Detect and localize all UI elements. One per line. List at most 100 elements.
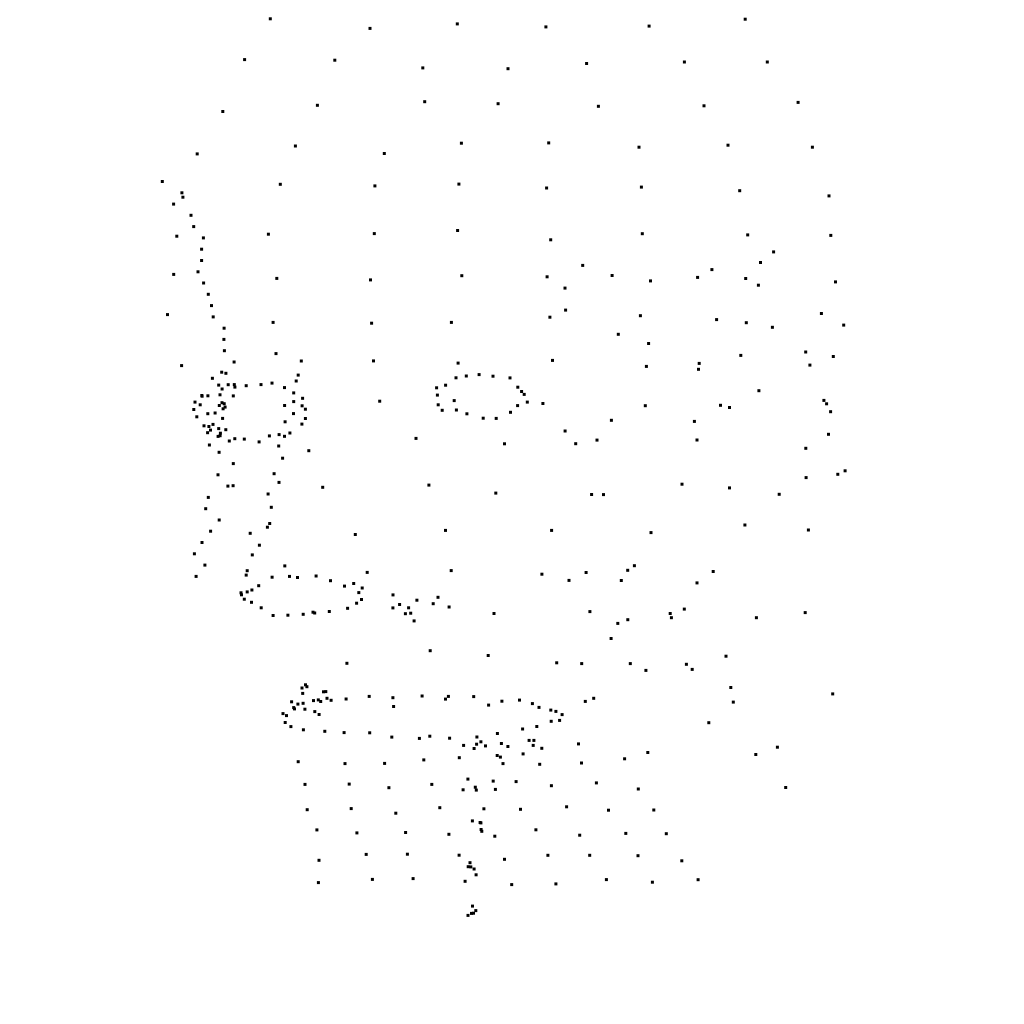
- landmark-point: [233, 385, 237, 389]
- landmark-point: [531, 743, 535, 747]
- landmark-point: [207, 425, 211, 428]
- landmark-point: [391, 606, 395, 610]
- landmark-point: [211, 422, 215, 426]
- landmark-point: [724, 654, 728, 658]
- landmark-point: [493, 834, 497, 838]
- landmark-point: [283, 386, 286, 390]
- landmark-point: [222, 337, 226, 341]
- landmark-point: [367, 694, 371, 698]
- landmark-point: [349, 807, 353, 811]
- landmark-point: [217, 427, 221, 431]
- landmark-point: [360, 598, 363, 601]
- landmark-point: [506, 67, 510, 71]
- landmark-point: [449, 569, 453, 573]
- landmark-point: [244, 573, 248, 577]
- landmark-point: [831, 355, 835, 358]
- landmark-point: [754, 753, 758, 756]
- landmark-point: [438, 806, 442, 810]
- landmark-point: [231, 394, 235, 398]
- landmark-point: [271, 320, 275, 324]
- landmark-point: [266, 492, 270, 496]
- landmark-point: [506, 745, 510, 748]
- landmark-point: [315, 103, 319, 107]
- landmark-point: [493, 787, 497, 791]
- landmark-point: [210, 376, 214, 380]
- landmark-point: [596, 104, 600, 108]
- landmark-point: [558, 718, 562, 722]
- landmark-point: [503, 857, 506, 861]
- landmark-point: [353, 533, 357, 536]
- landmark-point: [448, 736, 452, 740]
- landmark-point: [430, 782, 434, 786]
- landmark-point: [242, 437, 246, 441]
- landmark-point: [292, 391, 296, 395]
- landmark-point: [239, 591, 243, 595]
- landmark-point: [592, 696, 596, 700]
- landmark-point: [465, 412, 469, 416]
- landmark-point: [250, 588, 254, 592]
- landmark-point: [224, 371, 228, 375]
- landmark-point: [423, 100, 427, 104]
- landmark-point: [283, 434, 286, 438]
- landmark-point: [804, 350, 808, 354]
- landmark-point: [259, 606, 263, 610]
- landmark-point: [664, 832, 668, 836]
- landmark-point: [508, 376, 512, 380]
- landmark-point: [836, 472, 840, 476]
- landmark-point: [404, 831, 408, 834]
- landmark-point: [595, 438, 599, 442]
- landmark-point: [274, 352, 278, 356]
- landmark-point: [224, 428, 228, 432]
- landmark-point: [193, 400, 197, 404]
- landmark-point: [283, 564, 287, 568]
- landmark-point: [546, 853, 550, 857]
- landmark-point: [355, 831, 359, 835]
- landmark-point: [548, 315, 552, 319]
- landmark-point: [647, 24, 651, 28]
- landmark-point: [277, 433, 281, 437]
- landmark-point: [770, 325, 774, 329]
- landmark-point: [739, 353, 743, 357]
- landmark-point: [245, 569, 249, 573]
- landmark-point: [743, 17, 747, 21]
- landmark-point: [268, 17, 272, 21]
- landmark-point: [547, 141, 551, 145]
- landmark-point: [729, 686, 733, 689]
- landmark-point: [646, 751, 650, 754]
- landmark-point: [491, 779, 495, 783]
- landmark-point: [466, 865, 470, 869]
- landmark-point: [259, 383, 263, 387]
- landmark-point: [549, 719, 553, 723]
- landmark-point: [518, 698, 521, 702]
- landmark-point: [746, 233, 750, 237]
- landmark-point: [223, 405, 227, 409]
- landmark-point: [327, 610, 331, 613]
- landmark-point: [217, 383, 221, 387]
- landmark-point: [525, 400, 529, 404]
- landmark-point: [428, 734, 432, 738]
- landmark-point: [319, 700, 323, 703]
- landmark-point: [649, 531, 653, 535]
- landmark-point: [301, 396, 305, 400]
- landmark-point: [204, 507, 208, 511]
- landmark-point: [281, 456, 285, 460]
- landmark-point: [827, 432, 830, 436]
- landmark-point: [213, 411, 217, 415]
- landmark-point: [181, 195, 185, 199]
- landmark-point: [765, 60, 769, 64]
- landmark-point: [206, 431, 210, 435]
- landmark-point: [684, 662, 688, 666]
- landmark-point: [218, 393, 222, 397]
- landmark-point: [300, 686, 304, 690]
- landmark-point: [474, 873, 478, 877]
- landmark-point: [206, 495, 210, 499]
- landmark-point: [560, 713, 564, 717]
- landmark-point: [311, 610, 315, 614]
- landmark-point: [200, 247, 204, 251]
- landmark-point: [322, 690, 325, 694]
- landmark-point: [563, 286, 567, 290]
- landmark-point: [456, 229, 460, 232]
- landmark-point: [257, 584, 261, 588]
- landmark-point: [516, 404, 520, 408]
- landmark-point: [257, 543, 261, 547]
